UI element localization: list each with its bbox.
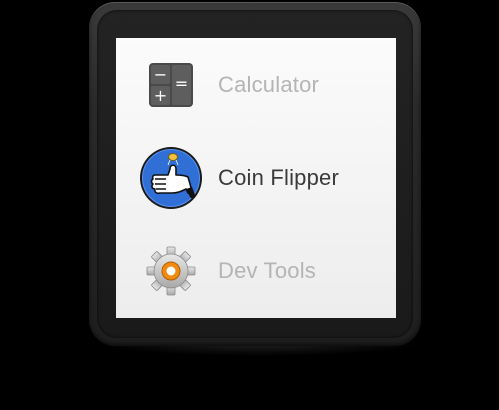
app-label-dev-tools: Dev Tools bbox=[218, 258, 316, 283]
calc-plus-key: + bbox=[154, 86, 167, 105]
app-label-calculator: Calculator bbox=[218, 72, 320, 97]
gear-icon bbox=[138, 238, 204, 304]
app-label-coin-flipper: Coin Flipper bbox=[218, 165, 340, 190]
app-item-dev-tools[interactable]: Dev Tools bbox=[116, 231, 396, 311]
calc-equals-key: = bbox=[175, 74, 188, 93]
app-item-calculator[interactable]: − = + Calculator bbox=[116, 45, 396, 125]
coin-flipper-icon bbox=[138, 145, 204, 211]
calculator-icon: − = + bbox=[138, 52, 204, 118]
app-item-coin-flipper[interactable]: Coin Flipper bbox=[116, 138, 396, 218]
calc-minus-key: − bbox=[154, 65, 167, 84]
watch-screen: − = + Calculator bbox=[116, 38, 396, 318]
